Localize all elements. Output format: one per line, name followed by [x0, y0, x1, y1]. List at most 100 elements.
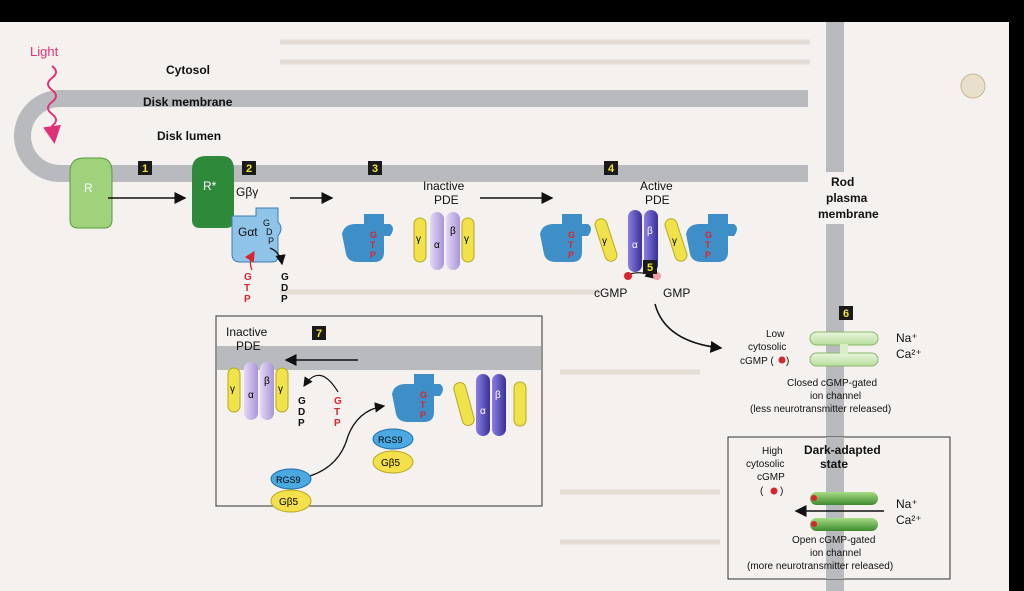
open-channel-label-1: Open cGMP-gated	[792, 535, 875, 546]
receptor-r-label: R	[84, 181, 93, 195]
svg-text:Gβ5: Gβ5	[279, 497, 299, 508]
svg-text:D: D	[281, 283, 288, 294]
svg-text:T: T	[420, 400, 426, 410]
high-cgmp-label-5: )	[780, 486, 783, 497]
dark-adapted-label-1: Dark-adapted	[804, 443, 881, 457]
step-4-number: 4	[608, 163, 615, 175]
svg-text:RGS9: RGS9	[378, 435, 403, 445]
gtp-step3: GTP	[370, 230, 377, 260]
svg-text:γ: γ	[416, 234, 421, 245]
step-7-number: 7	[316, 328, 322, 340]
page-mark	[960, 73, 986, 99]
svg-text:P: P	[281, 294, 288, 305]
open-channel	[810, 492, 878, 531]
step-6-box	[839, 306, 853, 320]
open-channel-label-3: (more neurotransmitter released)	[747, 561, 893, 572]
disk-membrane-label: Disk membrane	[143, 95, 233, 109]
svg-text:α: α	[480, 406, 486, 417]
active-pde-label-1: Active	[640, 179, 673, 193]
svg-text:G: G	[334, 396, 342, 407]
step-2-number: 2	[246, 163, 252, 175]
background-text-lines	[280, 39, 810, 545]
step-7-box	[312, 326, 326, 340]
cgmp-label: cGMP	[594, 286, 627, 300]
pde-active-step4: γ α β γ	[594, 210, 688, 272]
high-cgmp-label-4: (	[760, 486, 764, 497]
svg-text:G: G	[244, 272, 252, 283]
svg-text:P: P	[370, 250, 376, 260]
svg-text:β: β	[647, 226, 653, 237]
low-cgmp-dot	[778, 356, 786, 364]
g-beta-gamma-label: Gβγ	[236, 185, 258, 199]
svg-text:D: D	[298, 407, 305, 418]
g-alpha-t-label: Gαt	[238, 225, 258, 239]
active-pde-label-2: PDE	[645, 193, 670, 207]
gdp-step2: GDP	[281, 272, 289, 305]
transducin-gtp-right	[686, 214, 737, 262]
inset-gtp: GTP	[334, 396, 342, 429]
step-1-number: 1	[142, 163, 148, 175]
svg-text:P: P	[420, 410, 426, 420]
receptor-r-star-label: R*	[203, 179, 217, 193]
inset-transducin-gtp	[392, 374, 443, 422]
cgmp-dot	[624, 272, 632, 280]
svg-text:G: G	[370, 230, 377, 240]
inset-gtp-hydrolysis-arrow	[303, 374, 339, 393]
svg-text:P: P	[244, 294, 251, 305]
closed-channel-label-3: (less neurotransmitter released)	[750, 404, 891, 415]
na-label-open: Na⁺	[896, 497, 918, 511]
high-cgmp-dot	[770, 487, 778, 495]
svg-text:P: P	[705, 250, 711, 260]
svg-text:γ: γ	[230, 384, 235, 395]
gtp-step4-left: GTP	[568, 230, 575, 260]
svg-text:α: α	[248, 390, 254, 401]
low-cgmp-label-1: Low	[766, 329, 785, 340]
high-cgmp-label-2: cytosolic	[746, 459, 784, 470]
svg-text:T: T	[568, 240, 574, 250]
high-cgmp-label-1: High	[762, 446, 783, 457]
light-label: Light	[30, 44, 59, 59]
step-3-box	[368, 161, 382, 175]
closed-channel	[809, 331, 879, 367]
svg-text:γ: γ	[278, 384, 283, 395]
ca-label-closed: Ca²⁺	[896, 347, 922, 361]
svg-text:β: β	[450, 226, 456, 237]
step-4-box	[604, 161, 618, 175]
inset-inactive-pde-2: PDE	[236, 339, 261, 353]
svg-text:Gβ5: Gβ5	[381, 458, 401, 469]
inset-membrane	[826, 437, 844, 579]
high-cgmp-label-3: cGMP	[757, 472, 785, 483]
svg-text:P: P	[334, 418, 341, 429]
dark-adapted-label-2: state	[820, 457, 848, 471]
gtp-step2: GTP	[244, 272, 252, 305]
gdp-on-transducin: GDP	[263, 218, 274, 246]
svg-text:β: β	[495, 390, 501, 401]
gdp-out-arrow	[269, 247, 286, 266]
disk-lumen-label: Disk lumen	[157, 129, 221, 143]
svg-text:P: P	[568, 250, 574, 260]
ca-label-open: Ca²⁺	[896, 513, 922, 527]
svg-text:T: T	[370, 240, 376, 250]
svg-text:α: α	[632, 240, 638, 251]
gtp-in-arrow	[244, 250, 255, 271]
inset-inactive-pde-1: Inactive	[226, 325, 268, 339]
svg-text:D: D	[266, 227, 273, 237]
inset-rgs9-bound: RGS9 Gβ5	[372, 428, 414, 474]
svg-text:G: G	[420, 390, 427, 400]
low-cgmp-label-close: )	[786, 356, 789, 367]
rgs9-binding-arrow	[309, 402, 386, 477]
inset-gtp-on-transducin: GTP	[420, 390, 427, 420]
figure-page: Light Cytosol Disk membrane Disk lumen R…	[0, 22, 1009, 591]
svg-text:T: T	[705, 240, 711, 250]
inset-rgs9-free: RGS9 Gβ5	[270, 468, 312, 513]
gmp-label: GMP	[663, 286, 690, 300]
cytosol-label: Cytosol	[166, 63, 210, 77]
rod-label-bg	[818, 172, 884, 224]
rod-label-1: Rod	[831, 175, 854, 189]
svg-text:γ: γ	[464, 234, 469, 245]
svg-text:T: T	[334, 407, 340, 418]
disk-membrane	[14, 90, 808, 182]
svg-text:P: P	[268, 236, 274, 246]
transducin-gtp-left	[540, 214, 591, 262]
na-label-closed: Na⁺	[896, 331, 918, 345]
